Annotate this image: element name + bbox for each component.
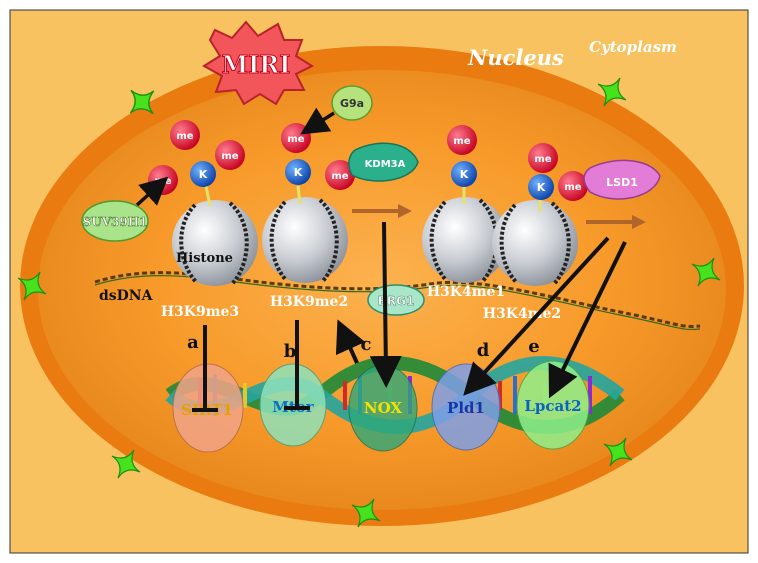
svg-text:G9a: G9a <box>340 97 364 110</box>
histone-4 <box>492 200 578 286</box>
methyl-ball <box>447 125 477 155</box>
pathway-e: e <box>528 336 539 357</box>
svg-text:me: me <box>534 154 551 165</box>
histone-2 <box>262 197 348 284</box>
enzyme-brg1: BRG1 <box>367 284 425 316</box>
lysine-ball <box>285 159 311 185</box>
nuclear-pore <box>129 89 155 115</box>
svg-text:Lpcat2: Lpcat2 <box>524 397 581 415</box>
lysine-ball <box>451 161 477 187</box>
nuclear-pore <box>111 449 141 479</box>
gene-mtor: Mtor <box>259 363 327 447</box>
nuclear-pore <box>603 437 633 467</box>
nuclear-pore <box>691 257 721 287</box>
enzyme-suv39h1: SUV39H1 <box>81 200 149 242</box>
svg-text:me: me <box>564 182 581 193</box>
pathway-a: a <box>187 332 199 353</box>
svg-text:me: me <box>453 136 470 147</box>
nucleus-label: Nucleus <box>467 45 564 70</box>
svg-text:NOX: NOX <box>364 399 403 417</box>
dsdna-strand <box>94 271 701 328</box>
nuclear-pore <box>351 498 381 528</box>
svg-text:Pld1: Pld1 <box>447 399 485 417</box>
arrow-suv39h1 <box>135 176 169 207</box>
nuclear-pore <box>17 271 47 301</box>
svg-text:K: K <box>460 168 469 181</box>
histone-1 <box>172 200 258 286</box>
pathway-c: c <box>361 334 372 355</box>
histones <box>172 197 578 286</box>
pathway-b: b <box>284 341 297 362</box>
svg-text:me: me <box>287 134 304 145</box>
enzyme-g9a: G9a <box>331 85 373 121</box>
gene-lpcat2: Lpcat2 <box>516 360 590 450</box>
nuclear-pore <box>597 77 627 107</box>
histone-3 <box>422 197 508 284</box>
svg-text:me: me <box>331 171 348 182</box>
modification-group-4: me me K <box>528 143 588 201</box>
gene-nox: NOX <box>348 364 418 452</box>
methyl-ball <box>528 143 558 173</box>
demethylation-arrows <box>352 204 646 229</box>
svg-text:K: K <box>199 168 208 181</box>
methyl-ball <box>558 171 588 201</box>
modification-group-2: me me K <box>281 123 355 190</box>
activation-arrows <box>335 221 627 399</box>
svg-text:K: K <box>537 181 546 194</box>
cytoplasm-label: Cytoplasm <box>589 38 677 56</box>
methyl-ball <box>215 140 245 170</box>
svg-text:me: me <box>176 131 193 142</box>
miri-burst <box>202 20 315 106</box>
modification-group-3: me K <box>447 125 477 187</box>
svg-text:K: K <box>294 166 303 179</box>
enzyme-kdm3a: KDM3A <box>348 142 419 182</box>
arrow-g9a <box>300 107 335 135</box>
svg-text:SUV39H1: SUV39H1 <box>83 215 148 229</box>
mark-h3k4me2: H3K4me2 <box>483 306 561 322</box>
enzyme-lsd1: LSD1 <box>583 159 661 200</box>
methyl-ball <box>170 120 200 150</box>
mark-h3k9me2: H3K9me2 <box>270 294 348 310</box>
methyl-ball <box>325 160 355 190</box>
nuclear-pores <box>17 77 721 528</box>
dsdna-label: dsDNA <box>99 288 154 304</box>
inhibition-lines <box>192 320 310 412</box>
svg-text:me: me <box>221 151 238 162</box>
miri-label: MIRI <box>222 50 291 79</box>
mark-h3k9me3: H3K9me3 <box>161 304 239 320</box>
svg-text:KDM3A: KDM3A <box>365 159 406 170</box>
histone-label: Histone <box>176 251 233 266</box>
gene-pld1: Pld1 <box>431 363 501 451</box>
mark-h3k4me1: H3K4me1 <box>427 284 505 300</box>
lysine-ball <box>190 161 216 187</box>
pathway-d: d <box>477 340 490 361</box>
svg-text:LSD1: LSD1 <box>606 176 638 189</box>
lysine-ball <box>528 174 554 200</box>
